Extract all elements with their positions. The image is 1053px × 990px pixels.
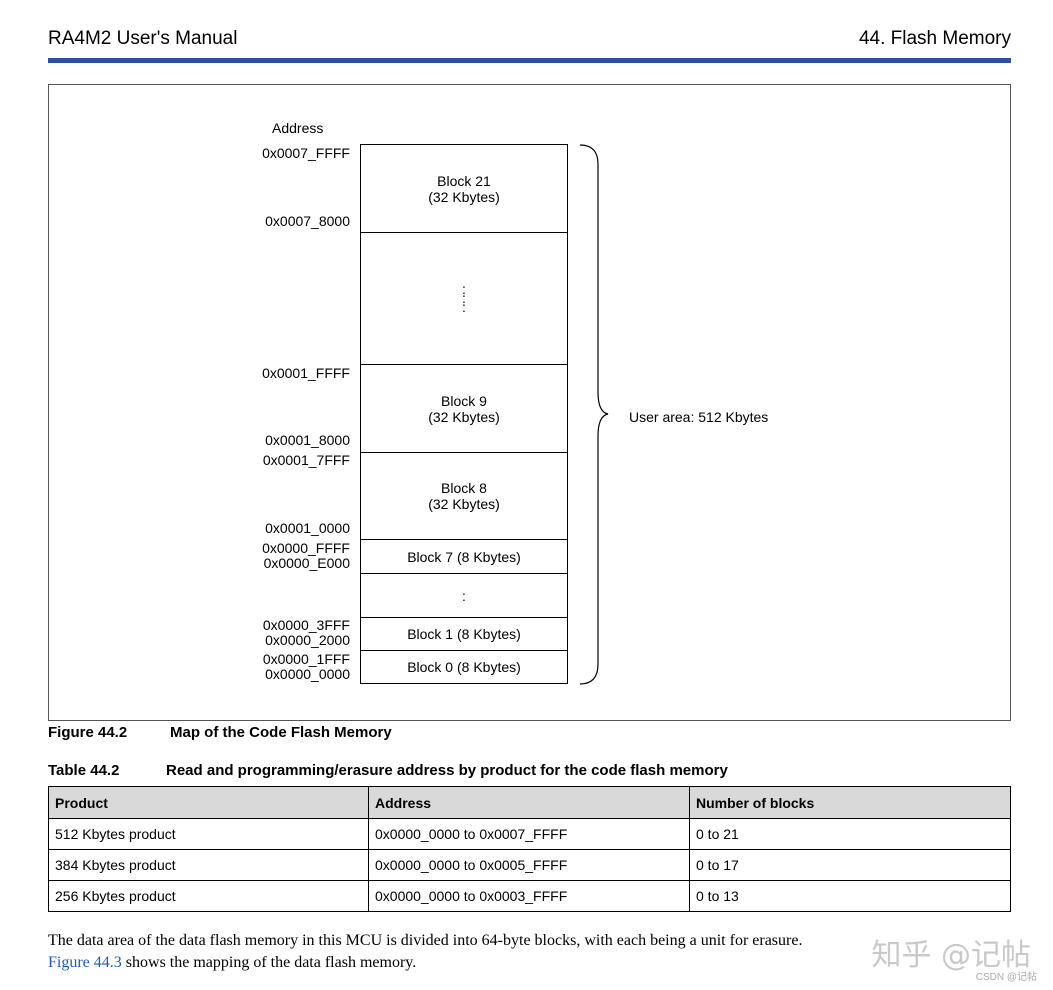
body-paragraph: The data area of the data flash memory i…	[48, 930, 1013, 974]
paragraph-text: The data area of the data flash memory i…	[48, 932, 803, 949]
address-label: 0x0000_FFFF	[262, 540, 350, 556]
table-cell: 512 Kbytes product	[48, 818, 369, 850]
table-header-cell: Product	[48, 786, 369, 819]
address-heading: Address	[272, 120, 324, 136]
memory-block-1: Block 1 (8 Kbytes)	[360, 617, 568, 651]
memory-block-8: Block 8 (32 Kbytes)	[360, 452, 568, 540]
table-row: 384 Kbytes product 0x0000_0000 to 0x0005…	[48, 849, 1011, 881]
figure-link[interactable]: Figure 44.3	[48, 954, 122, 971]
memory-block-ellipsis: : : :	[360, 232, 568, 365]
address-label: 0x0000_E000	[263, 555, 350, 571]
block-name: Block 9	[441, 392, 487, 409]
address-table: Product Address Number of blocks 512 Kby…	[48, 786, 1011, 912]
header-rule	[48, 58, 1011, 63]
chapter-title: 44. Flash Memory	[858, 28, 1011, 49]
address-label: 0x0001_8000	[265, 432, 350, 448]
block-label: Block 7 (8 Kbytes)	[407, 548, 521, 565]
table-header-cell: Number of blocks	[689, 786, 1011, 819]
block-name: Block 21	[437, 172, 491, 189]
table-cell: 0 to 17	[689, 849, 1011, 881]
table-cell: 0x0000_0000 to 0x0005_FFFF	[368, 849, 690, 881]
figure-frame	[48, 84, 1011, 721]
block-size: (32 Kbytes)	[428, 408, 500, 425]
block-size: (32 Kbytes)	[428, 188, 500, 205]
memory-block-7: Block 7 (8 Kbytes)	[360, 539, 568, 574]
block-name: Block 8	[441, 480, 487, 496]
table-cell: 0 to 21	[689, 818, 1011, 850]
paragraph-text: shows the mapping of the data flash memo…	[121, 954, 417, 971]
address-label: 0x0000_2000	[265, 632, 350, 648]
table-caption-text: Read and programming/erasure address by …	[166, 762, 728, 779]
memory-block-0: Block 0 (8 Kbytes)	[360, 650, 568, 684]
memory-block-9: Block 9 (32 Kbytes)	[360, 364, 568, 453]
address-label: 0x0001_FFFF	[262, 365, 350, 381]
table-header-cell: Address	[368, 786, 690, 819]
address-label: 0x0001_0000	[265, 520, 350, 536]
block-label: Block 0 (8 Kbytes)	[407, 659, 521, 675]
figure-number: Figure 44.2	[48, 724, 128, 741]
address-label: 0x0007_FFFF	[262, 145, 350, 161]
curly-brace-icon	[579, 144, 609, 685]
ellipsis: :	[462, 587, 466, 604]
table-cell: 256 Kbytes product	[48, 880, 369, 912]
vertical-ellipsis: : : :	[462, 281, 466, 315]
table-cell: 384 Kbytes product	[48, 849, 369, 881]
memory-block-ellipsis-small: :	[360, 573, 568, 618]
address-label: 0x0000_1FFF	[262, 651, 350, 667]
document-title: RA4M2 User's Manual	[48, 28, 238, 49]
figure-caption: Figure 44.2 Map of the Code Flash Memory	[48, 724, 392, 741]
figure-caption-text: Map of the Code Flash Memory	[170, 724, 392, 741]
watermark: 知乎 @记帖	[871, 938, 1031, 973]
table-cell: 0x0000_0000 to 0x0007_FFFF	[368, 818, 690, 850]
table-cell: 0x0000_0000 to 0x0003_FFFF	[368, 880, 690, 912]
table-caption: Table 44.2 Read and programming/erasure a…	[48, 762, 728, 779]
block-label: Block 1 (8 Kbytes)	[407, 626, 521, 642]
user-area-label: User area: 512 Kbytes	[629, 409, 769, 425]
address-label: 0x0001_7FFF	[262, 452, 350, 468]
address-label: 0x0000_0000	[265, 666, 350, 682]
address-label: 0x0000_3FFF	[262, 617, 350, 633]
table-row: 256 Kbytes product 0x0000_0000 to 0x0003…	[48, 880, 1011, 912]
table-cell: 0 to 13	[689, 880, 1011, 912]
address-label: 0x0007_8000	[265, 213, 350, 229]
block-size: (32 Kbytes)	[428, 496, 500, 512]
table-row: 512 Kbytes product 0x0000_0000 to 0x0007…	[48, 818, 1011, 850]
table-number: Table 44.2	[48, 762, 120, 779]
memory-block-21: Block 21 (32 Kbytes)	[360, 144, 568, 233]
watermark-small: CSDN @记帖	[975, 972, 1037, 983]
table-header-row: Product Address Number of blocks	[48, 786, 1011, 819]
